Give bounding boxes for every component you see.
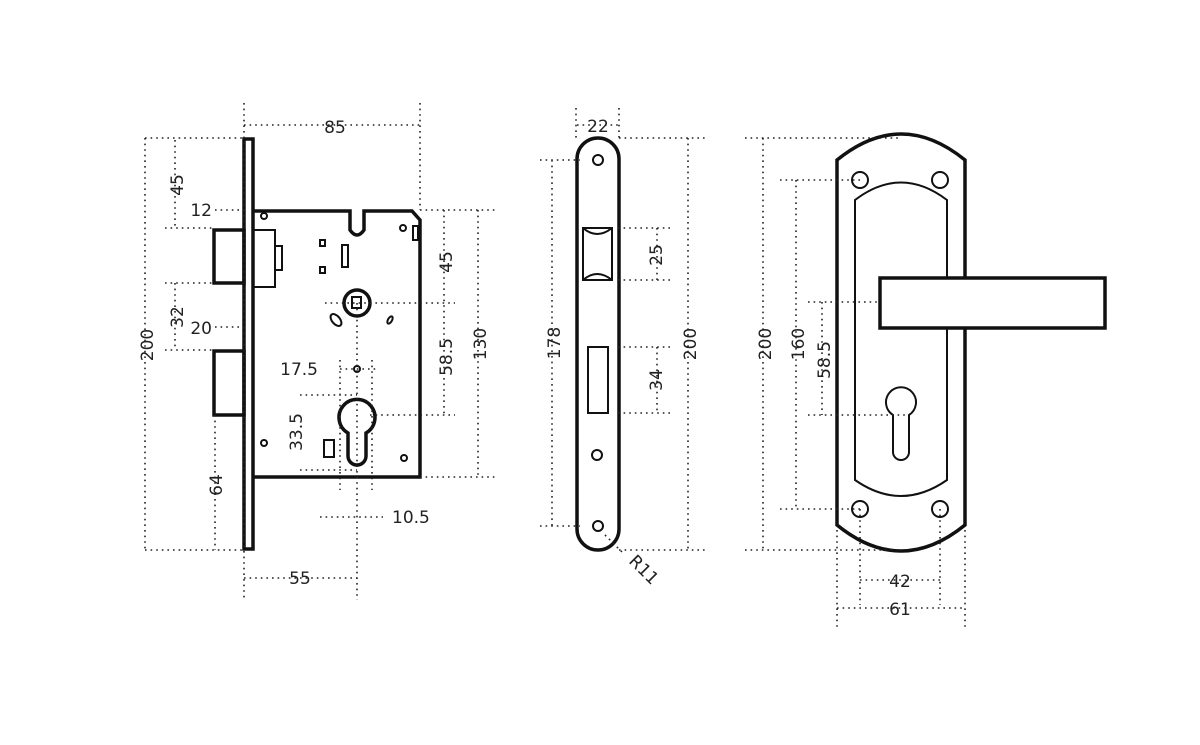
dim-height-total: 200 — [138, 329, 158, 361]
dim-spindle-to-cylinder: 58.5 — [437, 338, 457, 376]
dim-body-height: 130 — [471, 328, 491, 360]
dim-lever-to-keyhole: 58.5 — [815, 341, 835, 379]
dim-latch-to-bolt: 32 — [168, 306, 188, 328]
dim-bolt-to-bottom: 64 — [207, 474, 227, 496]
lever-slot — [329, 313, 343, 327]
dim-latch-cutout: 25 — [647, 244, 667, 266]
dim-backset: 55 — [289, 569, 311, 589]
dim-top-to-latch: 45 — [168, 174, 188, 196]
dim-latch-offset: 12 — [190, 201, 212, 221]
slot — [319, 266, 326, 274]
hook — [323, 439, 335, 458]
slot — [319, 239, 326, 247]
latch-tab — [274, 245, 283, 271]
faceplate — [242, 137, 255, 551]
dim-strike-height: 200 — [681, 328, 701, 360]
inner-panel — [854, 181, 948, 497]
dim-bolt-offset: 20 — [190, 319, 212, 339]
handle-plate-drawing: 200 160 58.5 42 61 — [745, 132, 1107, 628]
latch-cutout — [582, 227, 613, 281]
screw-hole — [400, 454, 408, 462]
screw-hole — [851, 500, 869, 518]
keyhole — [885, 386, 917, 461]
screw-hole — [591, 449, 603, 461]
dim-corner-radius: R11 — [624, 551, 662, 589]
slot — [341, 244, 349, 268]
screw-hole — [399, 224, 407, 232]
dim-spindle-cylinder-gap: 17.5 — [280, 360, 318, 380]
dim-hole-spacing-vertical: 160 — [789, 328, 809, 360]
screw-hole — [592, 520, 604, 532]
screw-hole — [592, 154, 604, 166]
dim-hole-spacing: 178 — [545, 327, 565, 359]
screw-hole — [931, 171, 949, 189]
dead-bolt — [212, 349, 246, 417]
screw-hole — [260, 439, 268, 447]
screw-hole — [931, 500, 949, 518]
lever-handle — [878, 276, 1107, 330]
spindle-square — [351, 296, 362, 309]
dim-cylinder-height: 33.5 — [287, 413, 307, 451]
screw-hole — [260, 212, 268, 220]
latch-housing — [252, 229, 276, 288]
latch-bolt — [212, 228, 246, 285]
mortise-lock-drawing: 85 45 12 32 20 200 64 45 58.5 130 17.5 3… — [138, 103, 495, 600]
dim-width-total: 85 — [324, 118, 346, 138]
dim-cylinder-width: 10.5 — [392, 508, 430, 528]
strike-plate-drawing: 22 25 34 200 178 R11 — [540, 108, 705, 589]
lever-slot — [386, 315, 394, 325]
dim-plate-width: 61 — [889, 600, 911, 620]
dim-body-top-to-spindle: 45 — [437, 251, 457, 273]
slot — [412, 225, 419, 241]
back-plate — [835, 132, 967, 553]
dim-hole-spacing-horizontal: 42 — [889, 572, 911, 592]
dim-strike-width: 22 — [587, 117, 609, 137]
strike-plate — [575, 136, 621, 552]
dim-bolt-cutout: 34 — [647, 369, 667, 391]
dim-plate-height: 200 — [756, 328, 776, 360]
cylinder-cutout — [337, 397, 377, 467]
lock-body — [253, 209, 422, 479]
screw-hole — [851, 171, 869, 189]
bolt-cutout — [587, 346, 609, 414]
